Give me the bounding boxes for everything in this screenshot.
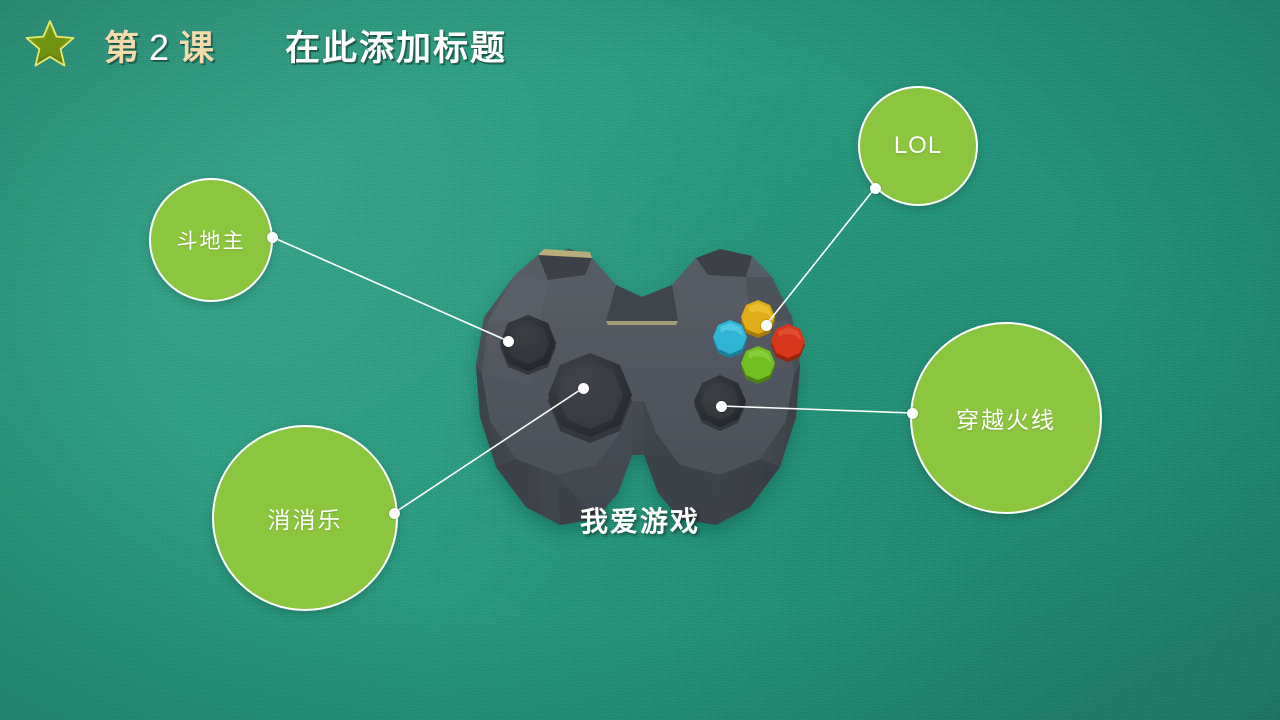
lesson-prefix: 第 (104, 29, 142, 68)
button-cluster (713, 300, 805, 384)
button-a-green (741, 346, 775, 384)
gamepad-caption: 我爱游戏 (579, 506, 700, 537)
bubble-crossfire[interactable]: 穿越火线 (910, 322, 1102, 514)
bubble-lol-anchor-dot (869, 182, 881, 194)
analog-stick-left (548, 353, 632, 443)
star-icon (25, 20, 75, 67)
bubble-doudizhu-label: 斗地主 (176, 230, 246, 253)
bubble-crossfire-label: 穿越火线 (956, 407, 1056, 433)
bubble-doudizhu[interactable]: 斗地主 (149, 178, 273, 302)
connector-line-1 (765, 187, 876, 326)
connector-line-3 (720, 405, 913, 414)
bubble-crossfire-target-dot (715, 400, 727, 412)
bubble-xiaoxiaole-anchor-dot (388, 507, 400, 519)
bubble-xiaoxiaole-target-dot (577, 382, 589, 394)
page-title: 在此添加标题 (285, 29, 508, 68)
connector-line-0 (271, 236, 509, 342)
bubble-lol-target-dot (760, 319, 772, 331)
lesson-suffix: 课 (179, 29, 217, 68)
bubble-crossfire-anchor-dot (906, 407, 918, 419)
button-x-cyan (713, 320, 747, 358)
bubble-lol-label: LOL (893, 132, 943, 159)
bubble-doudizhu-target-dot (502, 335, 514, 347)
bubble-doudizhu-anchor-dot (266, 231, 278, 243)
dpad-left (500, 315, 556, 375)
connector-line-2 (393, 387, 584, 514)
button-b-red (771, 324, 805, 362)
lesson-number: 2 (149, 27, 172, 68)
